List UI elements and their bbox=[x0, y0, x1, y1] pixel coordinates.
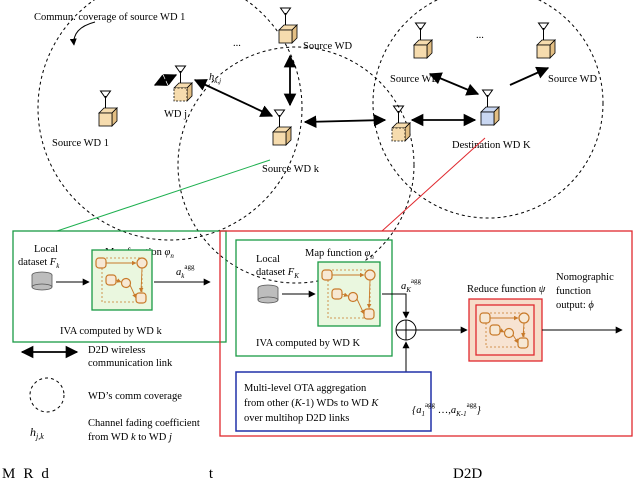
coverage-circle-source-k bbox=[177, 46, 415, 284]
right-local-label-2: dataset FK bbox=[256, 267, 299, 280]
coverage-circles bbox=[37, 0, 604, 284]
legend-fading-symbol: hj,k bbox=[30, 425, 44, 441]
right-map-function-icon bbox=[317, 261, 381, 327]
link-wd1-wdj bbox=[153, 74, 178, 86]
dots-right: ... bbox=[476, 30, 484, 41]
left-output-label: akagg bbox=[176, 263, 195, 280]
link-wdj-sourcek bbox=[193, 79, 274, 117]
ota-aggregation-box bbox=[235, 371, 432, 432]
ota-line2: from other (K-1) WDs to WD K bbox=[244, 398, 379, 409]
final-output-line3: output: ϕ bbox=[556, 300, 594, 311]
wd-source-1-icon bbox=[98, 90, 118, 127]
wd-source-k-icon bbox=[272, 109, 292, 146]
agg-set-label: {a1agg …,aK-1agg} bbox=[412, 401, 482, 418]
coverage-pointer bbox=[69, 21, 96, 46]
right-output-line bbox=[382, 293, 410, 319]
right-local-label: Local bbox=[256, 254, 280, 265]
legend-fading-line2: from WD k to WD j bbox=[88, 432, 172, 443]
left-local-label: Local bbox=[34, 244, 58, 255]
label-source-right-1: Source WD bbox=[390, 74, 440, 85]
legend-d2d-line2: communication link bbox=[88, 358, 173, 369]
wd-source-top-icon bbox=[278, 7, 298, 44]
green-connector bbox=[56, 159, 271, 232]
left-dataset-icon bbox=[31, 271, 53, 291]
left-local-label-2: dataset Fk bbox=[18, 257, 60, 270]
red-connector bbox=[381, 137, 486, 232]
left-caption: IVA computed by WD k bbox=[60, 326, 162, 337]
reduce-label: Reduce function ψ bbox=[467, 284, 546, 295]
right-map-label: Map function φn bbox=[305, 248, 374, 261]
left-iva-box bbox=[12, 230, 227, 343]
link-sourcer2-destination bbox=[509, 66, 550, 86]
final-output-line2: function bbox=[556, 286, 592, 297]
wd-j-icon bbox=[173, 65, 193, 102]
dots-top: ... bbox=[233, 38, 241, 49]
legend-fading-line1: Channel fading coefficient bbox=[88, 418, 200, 429]
label-source-1: Source WD 1 bbox=[52, 138, 109, 149]
wd-destination-icon bbox=[480, 89, 500, 126]
label-source-right-2: Source WD bbox=[548, 74, 598, 85]
network-links bbox=[153, 54, 550, 129]
right-destination-box bbox=[219, 230, 633, 437]
ota-line3: over multihop D2D links bbox=[244, 413, 349, 424]
right-dataset-icon bbox=[257, 284, 279, 304]
label-wd-j: WD j bbox=[164, 109, 187, 120]
legend-d2d-line1: D2D wireless bbox=[88, 345, 145, 356]
coverage-label: Commun. coverage of source WD 1 bbox=[34, 12, 185, 23]
final-output-line1: Nomographic bbox=[556, 272, 614, 283]
wd-relay-icon bbox=[391, 105, 411, 142]
legend-coverage-icon bbox=[29, 377, 65, 413]
coverage-circle-source-1 bbox=[37, 0, 303, 241]
channel-label: hk,j bbox=[209, 72, 221, 85]
wd-source-right-1-icon bbox=[413, 22, 433, 59]
link-sourcek-relay bbox=[303, 113, 387, 129]
reduce-function-icon bbox=[475, 304, 535, 356]
legend-coverage-label: WD’s comm coverage bbox=[88, 391, 182, 402]
right-caption: IVA computed by WD K bbox=[256, 338, 360, 349]
ota-line1: Multi-level OTA aggregation bbox=[244, 383, 367, 394]
right-iva-box bbox=[235, 239, 393, 357]
label-source-top: Source WD bbox=[303, 41, 353, 52]
left-map-function-icon bbox=[91, 249, 153, 311]
label-source-k: Source WD k bbox=[262, 164, 320, 175]
right-output-label: aKagg bbox=[401, 277, 422, 294]
label-destination: Destination WD K bbox=[452, 140, 531, 151]
coverage-circle-destination bbox=[372, 0, 604, 219]
link-sourcer-destination bbox=[428, 72, 480, 96]
wd-source-right-2-icon bbox=[536, 22, 556, 59]
sum-node bbox=[395, 319, 417, 341]
